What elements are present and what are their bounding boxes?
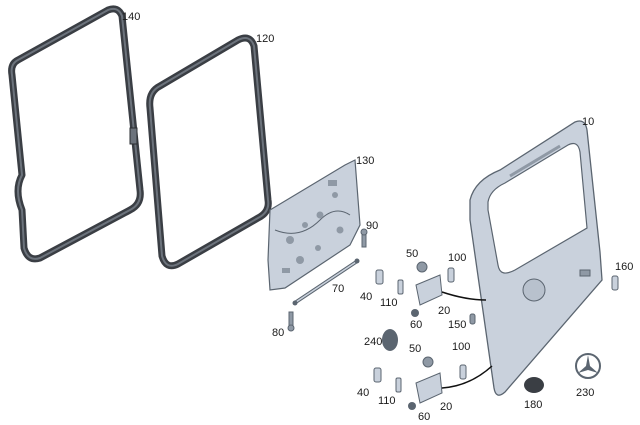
star-emblem-230 [575,353,601,379]
callout-140: 140 [122,11,140,23]
callout-150: 150 [448,319,466,331]
callout-50-upper: 50 [406,248,418,260]
callout-50-lower: 50 [409,343,421,355]
callout-60-lower: 60 [418,411,430,423]
rear-door-10 [469,120,603,396]
plug-150 [469,313,476,325]
bracket-40-upper [375,269,384,285]
door-seal-120 [146,34,272,270]
gasket-100-upper [447,267,455,283]
hinge-20-upper [415,274,443,306]
door-seal-140 [8,5,144,263]
callout-180: 180 [524,399,542,411]
nut-60-upper [411,309,419,317]
callout-80: 80 [272,327,284,339]
callout-230: 230 [576,387,594,399]
callout-110-upper: 110 [380,297,398,309]
callout-100-lower: 100 [452,341,470,353]
callout-40-lower: 40 [357,387,369,399]
callout-130: 130 [356,155,374,167]
upper-hinge-group [375,261,487,317]
callout-20-upper: 20 [438,305,450,317]
callout-70: 70 [332,283,344,295]
gasket-100-lower [459,364,467,380]
leader-line-lower [441,365,493,389]
callout-160: 160 [615,261,633,273]
callout-110-lower: 110 [378,395,396,407]
leader-line-upper [441,291,487,301]
callout-10: 10 [582,116,594,128]
ball-stud-90 [360,228,368,248]
gasket-110-upper [397,279,404,295]
callout-120: 120 [256,33,274,45]
gasket-110-lower [395,377,402,393]
callout-90: 90 [366,220,378,232]
cover-240 [382,329,398,351]
cap-180 [524,377,544,393]
bracket-40-lower [373,367,382,383]
callout-240: 240 [364,336,382,348]
hinge-20-lower [415,372,443,404]
callout-20-lower: 20 [440,401,452,413]
callout-60-upper: 60 [410,319,422,331]
bolt-50-upper [416,261,428,273]
callout-100-upper: 100 [448,252,466,264]
inner-trim-panel-130 [267,159,361,291]
ball-stud-80 [287,311,295,332]
plug-160 [611,275,619,291]
lower-hinge-group [373,356,493,410]
gas-strut-70 [292,258,360,306]
callout-40-upper: 40 [360,291,372,303]
nut-60-lower [408,402,416,410]
bolt-50-lower [422,356,434,368]
